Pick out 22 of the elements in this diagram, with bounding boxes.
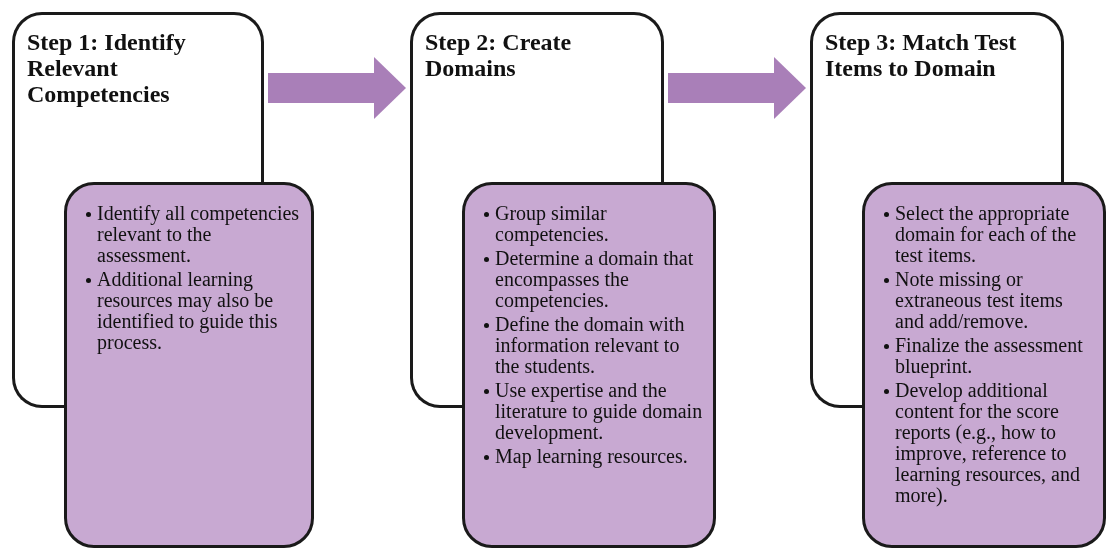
step-card — [810, 12, 1064, 182]
bullet-text: Identify all competencies relevant to the assessment. — [97, 203, 301, 266]
step-heading: Step 2: Create Domains — [425, 29, 573, 81]
bullet-text: Select the appropriate domain for each of the test items. — [895, 203, 1078, 266]
detail-card — [64, 182, 314, 548]
bullet-text: Note missing or extraneous test items and add/remove. — [895, 269, 1064, 332]
step-card — [12, 12, 264, 182]
detail-card — [862, 182, 1106, 548]
bullet-text: Additional learning resources may also be identified to guide this process. — [97, 269, 279, 353]
bullet-text: Group similar competencies. — [495, 203, 610, 245]
detail-card — [462, 182, 716, 548]
step-card — [410, 12, 664, 182]
bullet-text: Finalize the assessment blueprint. — [895, 335, 1084, 377]
bullet-text: Map learning resources. — [495, 446, 689, 467]
bullet-text: Define the domain with information relevant to the students. — [495, 314, 686, 377]
bullet-text: Determine a domain that encompasses the competencies. — [495, 248, 695, 311]
block-arrow — [668, 57, 806, 119]
step-heading: Step 1: Identify Relevant Competencies — [27, 29, 187, 107]
step-heading: Step 3: Match Test Items to Domain — [825, 29, 1018, 81]
bullet-text: Use expertise and the literature to guide domain development. — [495, 380, 703, 443]
bullet-text: Develop additional content for the score reports (e.g., how to improve, reference to learning resources, and more). — [895, 380, 1081, 506]
block-arrow — [268, 57, 406, 119]
